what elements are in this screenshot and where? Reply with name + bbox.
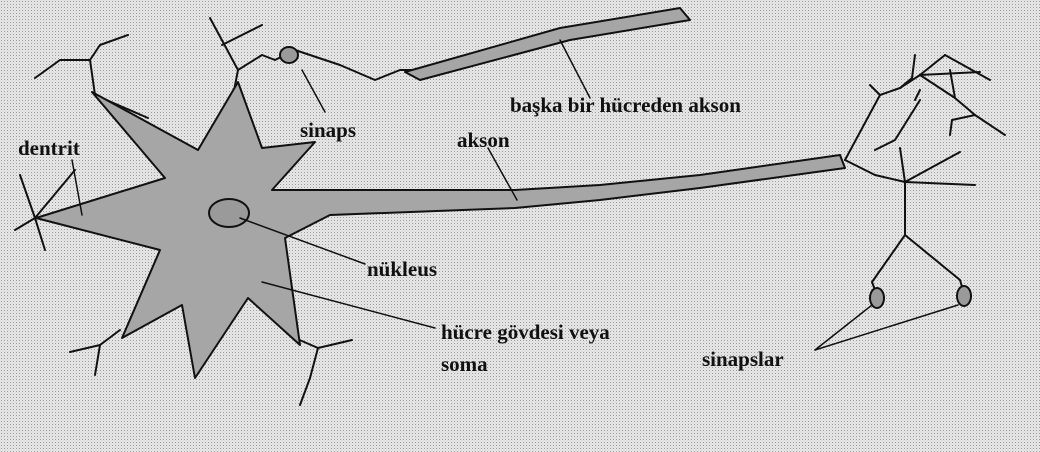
label-akson: akson: [457, 128, 510, 152]
pointer-sinaps: [302, 70, 325, 112]
synapse-terminal-right: [957, 286, 971, 306]
label-dentrit: dentrit: [18, 136, 80, 160]
label-baska-akson: başka bir hücreden akson: [510, 93, 741, 117]
label-soma-line2: soma: [441, 352, 488, 376]
synapse-bulb-top: [280, 47, 298, 63]
pointer-baska-akson: [560, 40, 590, 98]
nucleus-shape: [209, 199, 249, 227]
pointer-sinapslar-2: [815, 305, 958, 350]
label-soma-line1: hücre gövdesi veya: [441, 320, 610, 344]
label-sinaps: sinaps: [300, 118, 356, 142]
axon-terminal-branches: [845, 55, 1005, 290]
pointer-sinapslar-1: [815, 305, 872, 350]
foreign-axon: [405, 8, 690, 80]
label-sinapslar: sinapslar: [702, 347, 784, 371]
label-nukleus: nükleus: [367, 257, 437, 281]
